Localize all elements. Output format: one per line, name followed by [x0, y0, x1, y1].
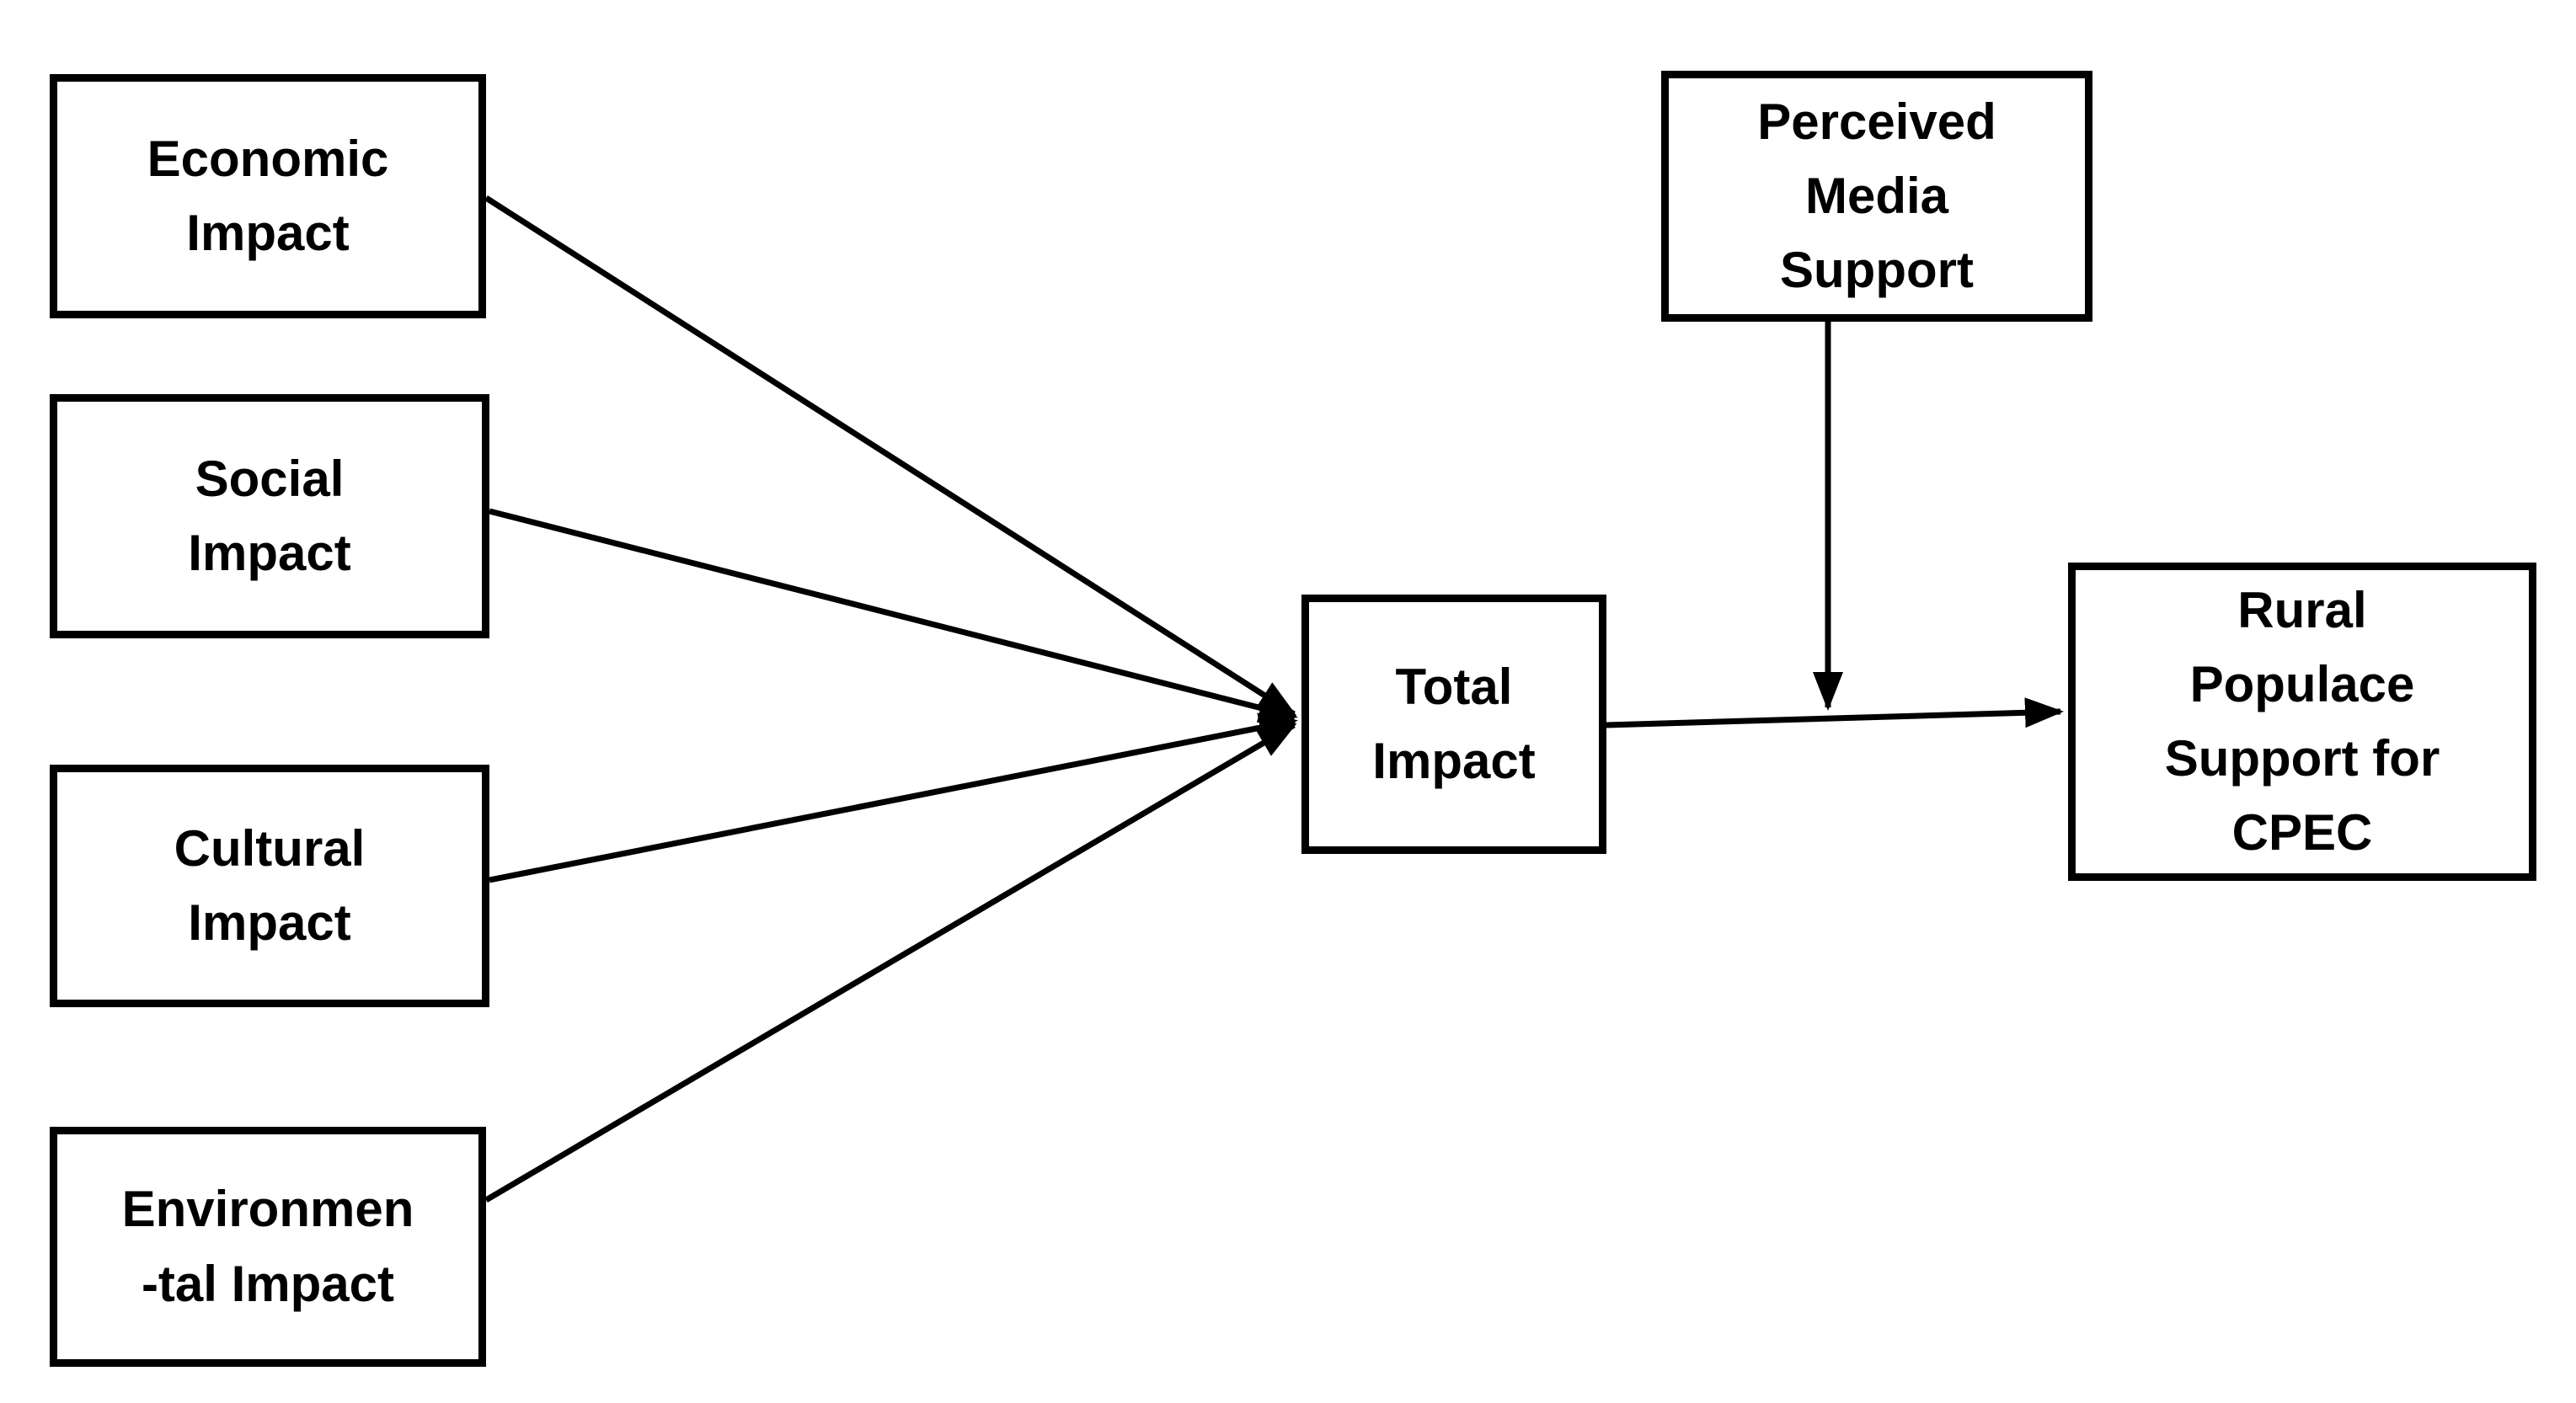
node-social-impact: Social Impact — [50, 394, 489, 638]
node-environmental-impact-label: Environmen -tal Impact — [121, 1181, 414, 1312]
node-economic-impact-label: Economic Impact — [147, 130, 389, 261]
node-total-impact: Total Impact — [1301, 595, 1606, 854]
node-cultural-impact: Cultural Impact — [50, 765, 489, 1007]
node-cultural-impact-label: Cultural Impact — [174, 819, 366, 951]
node-environmental-impact: Environmen -tal Impact — [50, 1127, 486, 1367]
edge-economic-to-total — [484, 195, 1297, 717]
edge-total-to-outcome — [1606, 697, 2064, 728]
node-total-impact-label: Total Impact — [1372, 658, 1536, 789]
node-rural-populace-support: Rural Populace Support for CPEC — [2068, 563, 2536, 881]
edge-environmental-to-total — [484, 722, 1297, 1203]
node-rural-populace-support-label: Rural Populace Support for CPEC — [2164, 581, 2440, 862]
node-perceived-media-support-label: Perceived Media Support — [1757, 93, 1996, 299]
node-economic-impact: Economic Impact — [50, 74, 486, 318]
edge-social-to-total — [489, 508, 1298, 723]
edge-cultural-to-total — [489, 712, 1298, 883]
node-social-impact-label: Social Impact — [188, 450, 351, 581]
node-perceived-media-support: Perceived Media Support — [1661, 71, 2092, 322]
